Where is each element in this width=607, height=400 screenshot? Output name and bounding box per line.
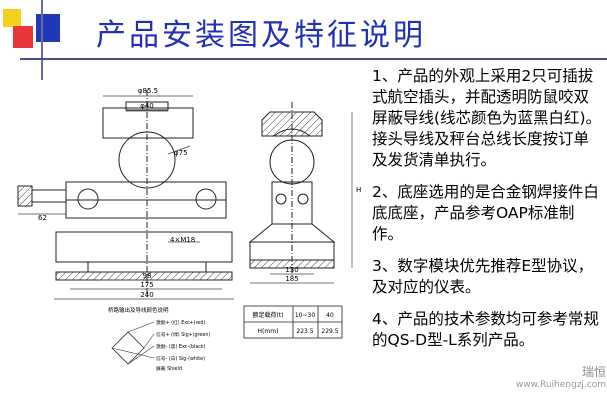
dim-side-width: 185 xyxy=(285,275,298,283)
wiring-line-1: 激励+ (红) Exc+(red) xyxy=(156,319,205,326)
front-lug-left xyxy=(77,188,99,210)
note-2: 2、底座选用的是合金钢焊接件白底底座，产品参考OAP标准制作。 xyxy=(372,183,599,243)
dim-inner: 98 xyxy=(143,272,152,280)
table-r1-c2: 10~30 xyxy=(295,312,315,319)
wiring-line-2: 信号+ (绿) Sig+(green) xyxy=(156,331,210,338)
watermark-brand: 瑞恒 xyxy=(581,365,606,379)
wiring-line-5: 屏蔽 Shield xyxy=(156,365,182,372)
dim-overall: 240 xyxy=(140,291,153,299)
table-r2-c2: 223.5 xyxy=(296,328,313,335)
decor-yellow-square xyxy=(3,9,21,27)
feature-notes: 1、产品的外观上采用2只可插拔式航空插头，并配透明防鼠咬双屏蔽导线(线芯颜色为蓝… xyxy=(372,66,604,362)
height-table xyxy=(243,305,343,339)
front-connector-sleeve xyxy=(31,189,67,203)
front-base xyxy=(55,231,233,263)
installation-drawing: φ85.5 φ40 φ75 62 4×M18 98 175 240 130 18… xyxy=(17,87,361,372)
title-underline xyxy=(20,58,607,60)
dim-left-offset: 62 xyxy=(38,214,47,222)
front-view xyxy=(17,90,233,297)
note-1: 1、产品的外观上采用2只可插拔式航空插头，并配透明防鼠咬双屏蔽导线(线芯颜色为蓝… xyxy=(372,67,602,169)
note-4: 4、产品的技术参数均可参考常规的QS-D型-L系列产品。 xyxy=(372,310,599,349)
note-3: 3、数字模块优先推荐E型协议，及对应的仪表。 xyxy=(372,257,594,296)
watermark-url: www.Ruihengzj.com xyxy=(515,380,606,390)
dim-holes: 4×M18 xyxy=(170,236,195,244)
front-lug-right xyxy=(195,188,217,210)
dim-height: H xyxy=(356,186,361,194)
dim-side-base: 130 xyxy=(285,266,298,274)
wiring-diagram: 桥路输出及导线颜色说明 激励+ (红) Exc+(red) 信号+ (绿) Si… xyxy=(108,306,210,372)
table-r2-c3: 229.5 xyxy=(321,328,338,335)
dim-pin: φ40 xyxy=(140,102,154,110)
dim-ball: φ75 xyxy=(174,149,188,157)
dim-top-width: φ85.5 xyxy=(138,87,158,95)
decor-vertical-line xyxy=(41,0,43,80)
side-bolt-right xyxy=(297,193,309,205)
dim-middle: 175 xyxy=(140,281,153,289)
watermark: 瑞恒 www.Ruihengzj.com xyxy=(514,366,606,392)
front-ball-joint xyxy=(118,131,176,189)
front-top-plate xyxy=(102,107,194,139)
wiring-caption: 桥路输出及导线颜色说明 xyxy=(108,306,169,314)
decor-blue-square xyxy=(36,14,60,42)
slide-title: 产品安装图及特征说明 xyxy=(96,18,426,53)
decor-red-square xyxy=(13,26,33,48)
side-view xyxy=(248,102,336,277)
wiring-line-3: 激励- (黑) Exc-(black) xyxy=(156,343,206,350)
table-r1-c1: 额定载荷(t) xyxy=(252,311,283,319)
table-r1-c3: 40 xyxy=(326,312,334,319)
side-bolt-left xyxy=(275,193,287,205)
table-r2-c1: H(mm) xyxy=(258,328,279,335)
bridge-symbol xyxy=(111,331,145,365)
wiring-line-4: 信号- (白) Sig-(white) xyxy=(156,355,205,362)
front-connector xyxy=(17,185,33,207)
